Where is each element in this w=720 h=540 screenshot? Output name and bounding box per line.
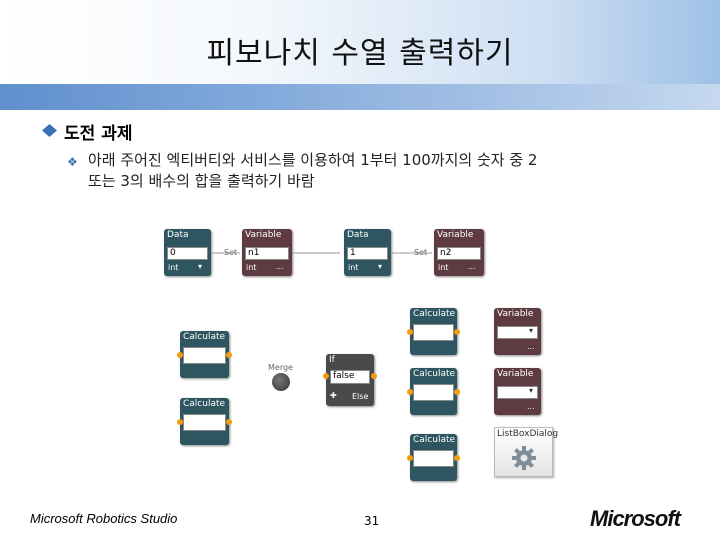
- output-port[interactable]: [454, 329, 460, 335]
- output-port[interactable]: [454, 455, 460, 461]
- if-node-title: If: [329, 355, 335, 365]
- footer-text: Microsoft Robotics Studio: [30, 511, 178, 526]
- variable-node-right-1-ellipsis: ...: [527, 342, 535, 351]
- set-label-1: Set: [224, 248, 238, 257]
- data-node-1[interactable]: Data 0 int ▾: [164, 229, 211, 276]
- chevron-down-icon[interactable]: ▾: [198, 262, 203, 271]
- variable-node-1-value[interactable]: n1: [245, 247, 289, 260]
- chevron-down-icon[interactable]: ▾: [529, 386, 534, 395]
- input-port[interactable]: [407, 455, 413, 461]
- output-port[interactable]: [226, 419, 232, 425]
- data-node-2-value[interactable]: 1: [347, 247, 388, 260]
- calculate-node-left-1[interactable]: Calculate: [177, 331, 232, 378]
- output-port[interactable]: [226, 352, 232, 358]
- checkmark-bullet-icon: ❖: [67, 155, 78, 169]
- calculate-node-left-1-title: Calculate: [183, 332, 226, 342]
- diamond-bullet-icon: [42, 124, 57, 137]
- variable-node-1[interactable]: Variable n1 int ...: [242, 229, 292, 276]
- calculate-node-right-3-input[interactable]: [413, 450, 454, 467]
- plus-icon[interactable]: ✚: [330, 391, 337, 400]
- bullet-body-line2: 또는 3의 배수의 합을 출력하기 바람: [88, 172, 315, 190]
- variable-node-right-1[interactable]: Variable ▾ ...: [494, 308, 541, 355]
- variable-node-right-2-select[interactable]: [497, 386, 538, 399]
- variable-node-2-title: Variable: [437, 230, 474, 240]
- variable-node-2-value[interactable]: n2: [437, 247, 481, 260]
- calculate-node-right-1-title: Calculate: [413, 309, 456, 319]
- calculate-node-left-2-input[interactable]: [183, 414, 226, 431]
- variable-node-right-2-ellipsis: ...: [527, 402, 535, 411]
- merge-label: Merge: [268, 363, 293, 372]
- calculate-node-right-1[interactable]: Calculate: [407, 308, 460, 355]
- data-node-1-title: Data: [167, 230, 189, 240]
- variable-node-1-ellipsis: ...: [276, 262, 284, 271]
- output-port[interactable]: [454, 389, 460, 395]
- variable-node-right-1-title: Variable: [497, 309, 534, 319]
- header-band: [0, 84, 720, 110]
- variable-node-right-2[interactable]: Variable ▾ ...: [494, 368, 541, 415]
- calculate-node-left-2-title: Calculate: [183, 399, 226, 409]
- calculate-node-right-1-input[interactable]: [413, 324, 454, 341]
- merge-node[interactable]: [272, 373, 290, 391]
- input-port[interactable]: [177, 352, 183, 358]
- if-node-else-label: Else: [352, 392, 369, 401]
- page-number: 31: [364, 514, 380, 528]
- calculate-node-right-2[interactable]: Calculate: [407, 368, 460, 415]
- calculate-node-right-2-input[interactable]: [413, 384, 454, 401]
- variable-node-right-1-select[interactable]: [497, 326, 538, 339]
- if-node-condition[interactable]: false: [330, 370, 370, 384]
- listbox-dialog-title: ListBoxDialog: [497, 429, 559, 439]
- input-port[interactable]: [407, 389, 413, 395]
- calculate-node-right-3-title: Calculate: [413, 435, 456, 445]
- variable-node-right-2-title: Variable: [497, 369, 534, 379]
- input-port[interactable]: [323, 373, 329, 379]
- listbox-dialog-service[interactable]: ListBoxDialog: [494, 427, 558, 477]
- chevron-down-icon[interactable]: ▾: [378, 262, 383, 271]
- data-node-1-value[interactable]: 0: [167, 247, 208, 260]
- variable-node-2-type: int: [438, 263, 449, 272]
- gear-icon: [512, 446, 536, 470]
- data-node-2-type[interactable]: int: [348, 263, 359, 272]
- bullet-body-line1: 아래 주어진 엑티버티와 서비스를 이용하여 1부터 100까지의 숫자 중 2: [88, 151, 538, 169]
- bullet-body: 아래 주어진 엑티버티와 서비스를 이용하여 1부터 100까지의 숫자 중 2…: [88, 150, 688, 192]
- calculate-node-right-2-title: Calculate: [413, 369, 456, 379]
- data-node-2[interactable]: Data 1 int ▾: [344, 229, 391, 276]
- variable-node-1-type: int: [246, 263, 257, 272]
- data-node-2-title: Data: [347, 230, 369, 240]
- variable-node-1-title: Variable: [245, 230, 282, 240]
- microsoft-logo: Microsoft: [590, 506, 681, 531]
- if-node[interactable]: If false ✚ Else: [323, 354, 377, 406]
- variable-node-2-ellipsis: ...: [468, 262, 476, 271]
- output-port[interactable]: [371, 373, 377, 379]
- slide-title: 피보나치 수열 출력하기: [206, 36, 514, 71]
- input-port[interactable]: [177, 419, 183, 425]
- variable-node-2[interactable]: Variable n2 int ...: [434, 229, 484, 276]
- calculate-node-left-1-input[interactable]: [183, 347, 226, 364]
- input-port[interactable]: [407, 329, 413, 335]
- set-label-2: Set: [414, 248, 428, 257]
- data-node-1-type[interactable]: int: [168, 263, 179, 272]
- chevron-down-icon[interactable]: ▾: [529, 326, 534, 335]
- calculate-node-right-3[interactable]: Calculate: [407, 434, 460, 481]
- calculate-node-left-2[interactable]: Calculate: [177, 398, 232, 445]
- bullet-heading: 도전 과제: [64, 124, 133, 144]
